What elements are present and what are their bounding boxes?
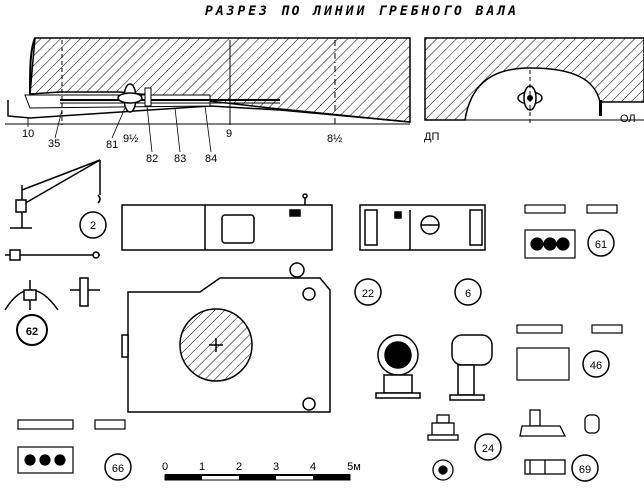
- deckhouse-end-view: [359, 204, 486, 251]
- scale-tick-0: 0: [162, 461, 168, 473]
- lamp-panel-61: [524, 204, 618, 259]
- fitting-24: [427, 414, 459, 481]
- part-label-66: 66: [112, 463, 124, 475]
- deckhouse-side-view: [121, 193, 333, 251]
- label-dp: ДП: [424, 131, 439, 143]
- label-frame-81: 81: [106, 139, 118, 151]
- label-frame-9-half: 9½: [123, 133, 138, 145]
- lamp-panel-66: [17, 419, 126, 474]
- drawing-title: РАЗРЕЗ ПО ЛИНИИ ГРЕБНОГО ВАЛА: [205, 4, 519, 19]
- label-frame-10: 10: [22, 128, 34, 140]
- part-label-6: 6: [465, 288, 471, 300]
- scale-tick-3: 3: [273, 461, 279, 473]
- label-frame-35: 35: [48, 138, 60, 150]
- lamp-panel-46: [516, 324, 623, 381]
- part-label-46: 46: [590, 360, 602, 372]
- fitting-69: [519, 409, 600, 475]
- searchlight-front: [375, 334, 421, 399]
- scale-tick-2: 2: [236, 461, 242, 473]
- section-frame-labels: 10 35 81 9½ 82 83 84 9 8½ ДП ОЛ: [22, 113, 636, 165]
- part-label-61: 61: [595, 239, 607, 251]
- hull-section-right: [424, 37, 644, 125]
- fairlead-detail: [4, 277, 100, 311]
- leader-lines: [27, 105, 212, 153]
- label-frame-9: 9: [226, 128, 232, 140]
- label-frame-8-half: 8½: [327, 133, 342, 145]
- davit-crane: [10, 159, 101, 229]
- label-frame-82: 82: [146, 153, 158, 165]
- label-frame-84: 84: [205, 153, 217, 165]
- scale-bar: 0 1 2 3 4 5м: [162, 461, 361, 481]
- scale-tick-1: 1: [199, 461, 205, 473]
- scale-tick-4: 4: [310, 461, 316, 473]
- part-label-62: 62: [26, 326, 38, 338]
- boom-detail: [5, 249, 100, 261]
- part-label-22: 22: [362, 288, 374, 300]
- scale-tick-5: 5м: [347, 461, 361, 473]
- label-ol: ОЛ: [620, 113, 636, 125]
- deckhouse-plan-view: [121, 262, 331, 413]
- label-frame-83: 83: [174, 153, 186, 165]
- searchlight-side: [449, 334, 493, 401]
- part-label-2: 2: [90, 220, 96, 232]
- part-label-24: 24: [482, 443, 494, 455]
- hull-section-left: [5, 37, 411, 125]
- part-label-69: 69: [579, 464, 591, 476]
